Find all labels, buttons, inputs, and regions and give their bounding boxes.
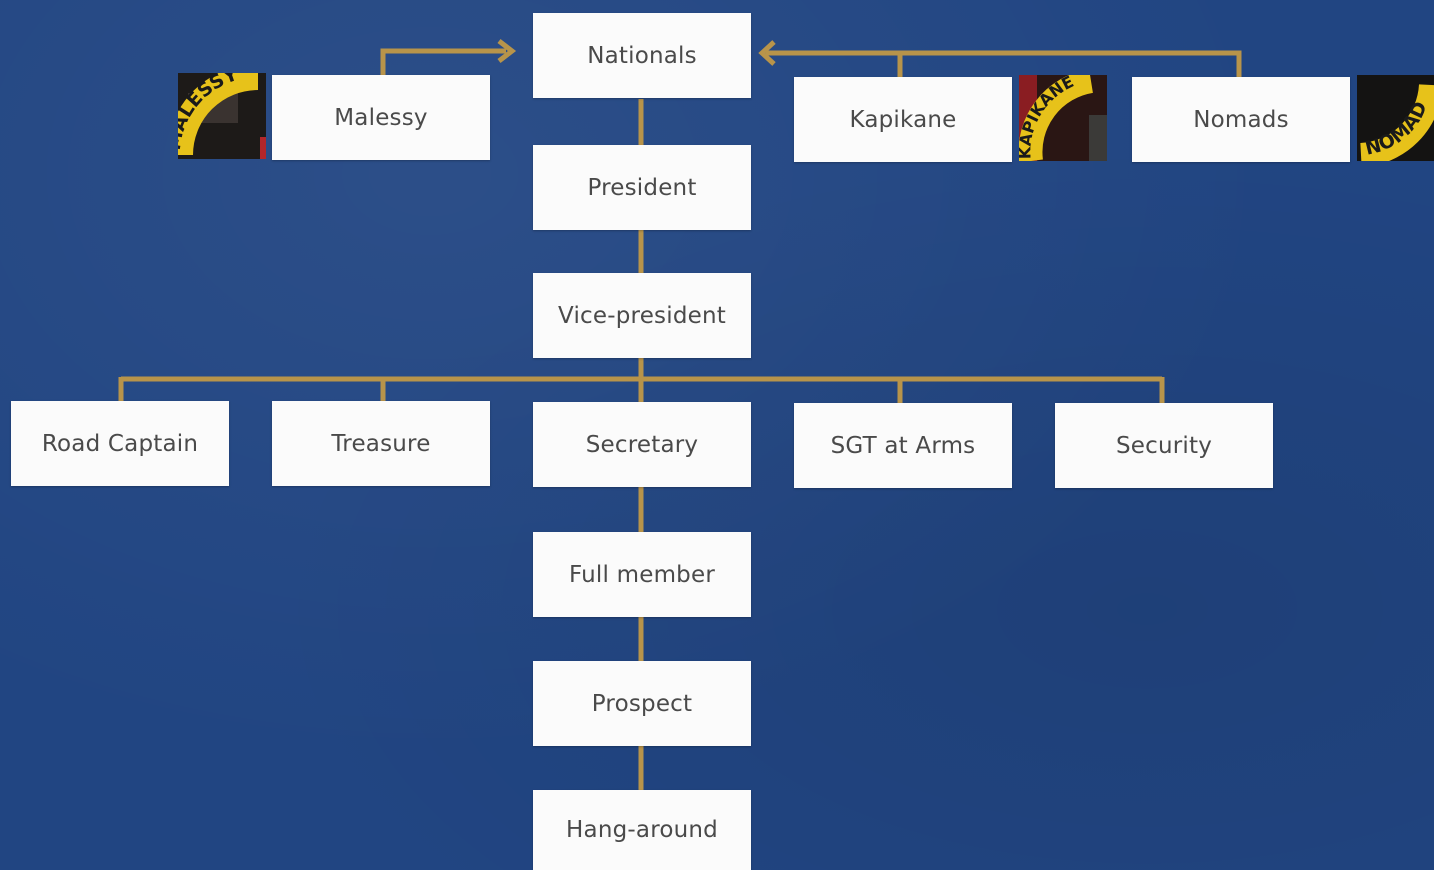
- malessy-arrowhead: [497, 39, 517, 63]
- road-captain-box: Road Captain: [11, 401, 229, 486]
- security-box: Security: [1055, 403, 1273, 488]
- nomads-box: Nomads: [1132, 77, 1350, 162]
- secretary-box: Secretary: [533, 402, 751, 487]
- nationals-box: Nationals: [533, 13, 751, 98]
- kapikane-box: Kapikane: [794, 77, 1012, 162]
- malessy-box: Malessy: [272, 75, 490, 160]
- president-box: President: [533, 145, 751, 230]
- vice-president-box: Vice-president: [533, 273, 751, 358]
- vice-president-label: Vice-president: [558, 302, 726, 329]
- malessy-label: Malessy: [334, 104, 428, 131]
- road-captain-label: Road Captain: [41, 430, 199, 457]
- hang-around-box: Hang-around: [533, 790, 751, 870]
- prospect-box: Prospect: [533, 661, 751, 746]
- malessy-patch-logo: MALESSY: [178, 73, 266, 159]
- prospect-label: Prospect: [591, 690, 693, 717]
- president-label: President: [587, 174, 697, 201]
- nomads-patch-logo: NOMAD: [1357, 75, 1434, 161]
- kapikane-label: Kapikane: [849, 106, 957, 133]
- secretary-label: Secretary: [585, 431, 699, 458]
- kapikane-patch-logo: KAPIKANE: [1019, 75, 1107, 161]
- sgt-at-arms-box: SGT at Arms: [794, 403, 1012, 488]
- treasure-label: Treasure: [331, 430, 431, 457]
- treasure-box: Treasure: [272, 401, 490, 486]
- sgt-at-arms-label: SGT at Arms: [830, 432, 976, 459]
- nomads-to-nationals-connector: [766, 50, 1242, 77]
- full-member-label: Full member: [568, 561, 715, 588]
- nationals-arrowhead: [758, 40, 776, 66]
- nationals-label: Nationals: [587, 42, 697, 69]
- security-label: Security: [1115, 432, 1213, 459]
- hang-around-label: Hang-around: [566, 817, 718, 843]
- full-member-box: Full member: [533, 532, 751, 617]
- malessy-to-nationals-connector: [380, 48, 506, 75]
- nomads-label: Nomads: [1193, 106, 1289, 133]
